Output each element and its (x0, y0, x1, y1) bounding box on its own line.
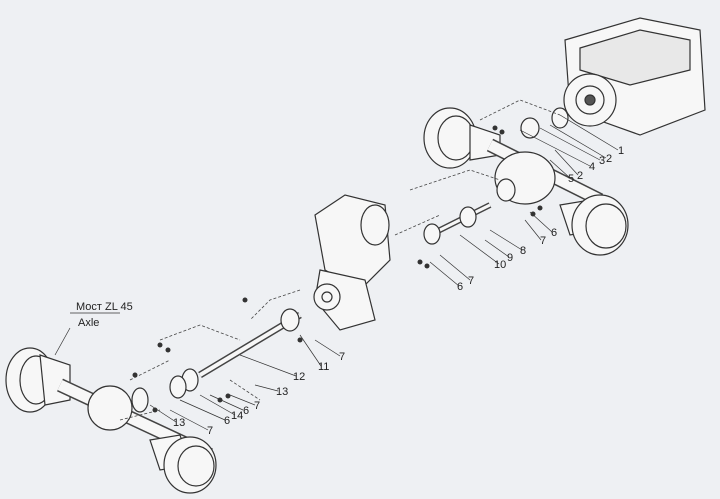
engine (563, 17, 706, 136)
drive-shafts (169, 107, 569, 399)
callout-2: 2 (577, 170, 584, 182)
rear-axle (423, 107, 629, 256)
callout-2: 2 (606, 153, 613, 165)
callout-7: 7 (339, 351, 346, 363)
axle-caption-en: Axle (78, 317, 100, 329)
callout-7: 7 (540, 235, 547, 247)
callout-1: 1 (618, 145, 625, 157)
callout-10: 10 (494, 259, 507, 271)
transfer-gearbox (313, 194, 391, 331)
callout-3: 3 (599, 155, 606, 167)
callout-7: 7 (207, 425, 214, 437)
leader-lines (54, 114, 619, 431)
front-axle (5, 347, 217, 494)
callout-14: 14 (231, 410, 244, 422)
axle-caption-ru: Мост ZL 45 (76, 301, 133, 313)
callout-11: 11 (318, 361, 330, 373)
callout-7: 7 (468, 275, 475, 287)
callout-5: 5 (568, 173, 575, 185)
assembly-lines (119, 99, 561, 421)
fasteners (132, 125, 543, 413)
callout-6: 6 (551, 227, 558, 239)
callout-13: 13 (276, 386, 289, 398)
callout-6: 6 (243, 405, 250, 417)
callout-6: 6 (457, 281, 464, 293)
callout-4: 4 (589, 161, 596, 173)
callout-12: 12 (293, 371, 306, 383)
callout-6: 6 (224, 415, 231, 427)
callout-7: 7 (254, 400, 261, 412)
callout-9: 9 (507, 252, 514, 264)
callout-8: 8 (520, 245, 527, 257)
callout-13: 13 (173, 417, 186, 429)
